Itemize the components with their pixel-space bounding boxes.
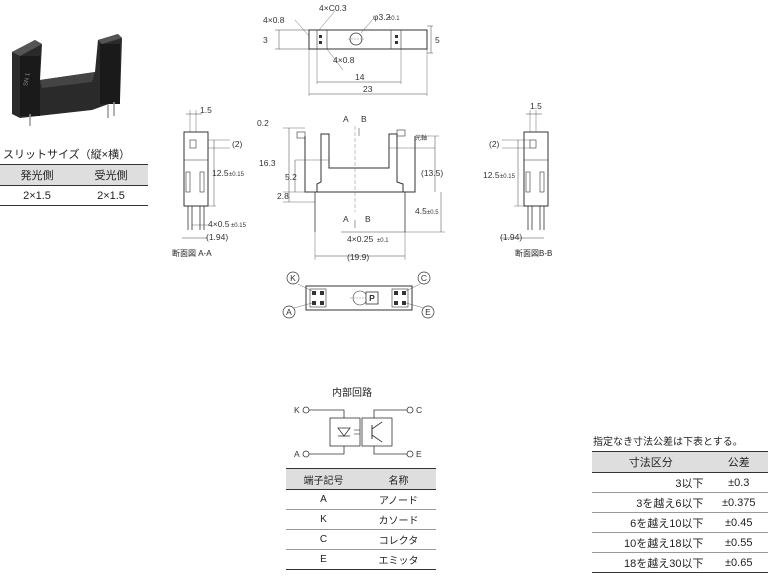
aa-height-tol: ±0.15 (229, 172, 245, 178)
bb-bottom-dim: (1.94) (500, 232, 522, 242)
aa-height: 12.5 (212, 168, 229, 178)
tolerance-row-value: ±0.3 (709, 472, 768, 493)
bb-top-dim: 1.5 (530, 101, 542, 111)
aa-side-dim: (2) (232, 139, 243, 149)
bottom-a-label: A (286, 307, 292, 317)
terminal-row-symbol: E (286, 549, 361, 570)
slit-header-emitter: 発光側 (0, 164, 74, 186)
section-bb-caption: 断面図B-B (515, 249, 553, 258)
tolerance-row-range: 10を越え18以下 (592, 532, 710, 553)
bb-height: 12.5 (483, 170, 500, 180)
tolerance-note: 指定なき寸法公差は下表とする。 (593, 437, 743, 448)
tolerance-row-value: ±0.65 (709, 552, 768, 573)
front-dim-02: 0.2 (257, 118, 269, 128)
front-overall: (19.9) (347, 252, 369, 262)
slit-size-table: 発光側 受光側 2×1.5 2×1.5 (0, 164, 148, 206)
section-bb-drawing: 1.5 (2) 12.5 ±0.15 (1.94) (483, 101, 549, 242)
front-mark-b-bottom: B (365, 214, 371, 224)
bottom-p-label: P (369, 293, 375, 303)
tolerance-header-value: 公差 (709, 451, 768, 473)
tolerance-header-range: 寸法区分 (592, 451, 710, 473)
front-dim-28: 2.8 (277, 191, 289, 201)
tolerance-row-value: ±0.375 (709, 492, 768, 513)
top-chamfer-label: 4×C0.3 (319, 3, 347, 13)
terminal-row-name: アノード (361, 489, 436, 510)
terminal-row-name: コレクタ (361, 529, 436, 550)
front-dim-163: 16.3 (259, 158, 276, 168)
top-width: 23 (363, 84, 373, 94)
top-hole-label: φ3.2 (373, 12, 391, 22)
bottom-view-drawing: K A C E P (282, 271, 435, 319)
tolerance-row-range: 3以下 (592, 472, 710, 493)
terminal-table: 端子記号 名称 A アノード K カソード C コレクタ E エミッタ (286, 468, 436, 570)
bottom-c-label: C (421, 273, 427, 283)
tolerance-row-value: ±0.45 (709, 512, 768, 533)
front-mark-b-top: B (361, 114, 367, 124)
top-inner-dim: 4×0.8 (333, 55, 355, 65)
tolerance-table: 寸法区分 公差 3以下 ±0.3 3を越え6以下 ±0.375 6を越え10以下… (592, 451, 768, 573)
circuit-c-label: C (416, 405, 422, 415)
product-photo: SN 1 (12, 34, 122, 126)
section-aa-drawing: 1.5 (2) 12.5 ±0.15 4×0.5 ±0.15 (1.94) (182, 105, 247, 242)
terminal-header-name: 名称 (361, 468, 436, 490)
tolerance-row-range: 3を越え6以下 (592, 492, 710, 513)
tolerance-row-range: 18を越え30以下 (592, 552, 710, 573)
aa-bottom-dim: (1.94) (206, 232, 228, 242)
terminal-header-symbol: 端子記号 (286, 468, 361, 490)
circuit-a-label: A (294, 449, 300, 459)
top-pitch: 14 (355, 72, 365, 82)
terminal-row-symbol: C (286, 529, 361, 550)
circuit-title: 内部回路 (332, 388, 372, 399)
top-height-left: 3 (263, 35, 268, 45)
top-height-right: 5 (435, 35, 440, 45)
top-view-drawing: 4×C0.3 φ3.2 ±0.1 4×0.8 3 5 4×0.8 14 23 (263, 3, 440, 96)
front-mark-a-bottom: A (343, 214, 349, 224)
tolerance-row-value: ±0.55 (709, 532, 768, 553)
circuit-k-label: K (294, 405, 300, 415)
slit-size-title: スリットサイズ（縦×横） (3, 149, 131, 161)
terminal-row-name: エミッタ (361, 549, 436, 570)
tolerance-row-range: 6を越え10以下 (592, 512, 710, 533)
front-dim-45: 4.5 (415, 206, 427, 216)
aa-pin-dim: 4×0.5 (208, 219, 230, 229)
slit-header-receiver: 受光側 (74, 164, 148, 186)
bottom-e-label: E (425, 307, 431, 317)
terminal-row-symbol: A (286, 489, 361, 510)
front-optical-axis: 光軸 (415, 134, 427, 142)
front-dim-45-tol: ±0.5 (427, 210, 439, 216)
top-left-dim: 4×0.8 (263, 15, 285, 25)
front-pin-width: 4×0.25 (347, 234, 374, 244)
svg-text:SN 1: SN 1 (23, 72, 31, 87)
bottom-k-label: K (290, 273, 296, 283)
slit-value-emitter: 2×1.5 (0, 185, 74, 206)
front-dim-135: (13.5) (421, 168, 443, 178)
aa-pin-tol: ±0.15 (231, 223, 247, 229)
bb-side-dim: (2) (489, 139, 500, 149)
front-mark-a-top: A (343, 114, 349, 124)
terminal-row-name: カソード (361, 509, 436, 530)
front-dim-52: 5.2 (285, 172, 297, 182)
bb-height-tol: ±0.15 (500, 174, 516, 180)
top-hole-tol: ±0.1 (388, 16, 400, 22)
front-view-drawing: 0.2 A B 光軸 16.3 5.2 2.8 (13.5) 4.5 ±0.5 … (257, 114, 445, 262)
front-pin-width-tol: ±0.1 (377, 238, 389, 244)
section-aa-caption: 断面図 A-A (172, 249, 212, 258)
slit-value-receiver: 2×1.5 (74, 185, 148, 206)
circuit-drawing: K A C E (294, 405, 422, 459)
terminal-row-symbol: K (286, 509, 361, 530)
circuit-e-label: E (416, 449, 422, 459)
aa-top-dim: 1.5 (200, 105, 212, 115)
